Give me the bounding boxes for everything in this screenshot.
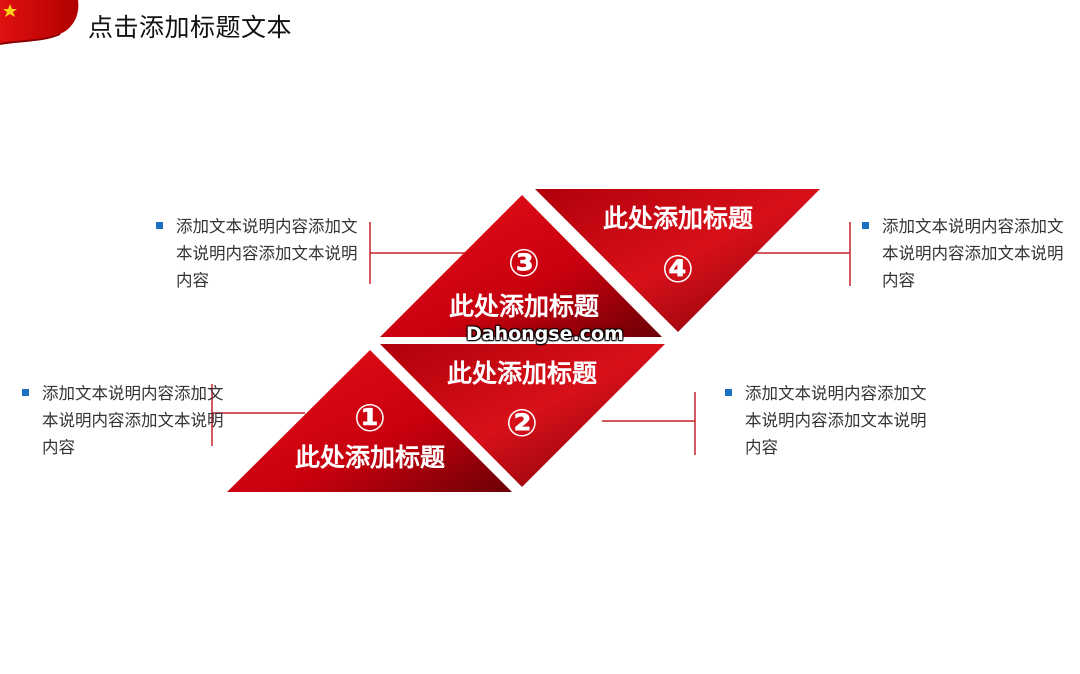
note-step-1: 添加文本说明内容添加文本说明内容添加文本说明内容 <box>22 380 232 461</box>
step-3-title: 此处添加标题 <box>449 292 599 321</box>
step-2-number: ② <box>506 401 538 445</box>
bullet-square-icon <box>862 222 869 229</box>
watermark: Dahongse.com <box>466 323 624 345</box>
step-2-shape <box>380 344 665 487</box>
bullet-square-icon <box>725 389 732 396</box>
note-step-2-text: 添加文本说明内容添加文本说明内容添加文本说明内容 <box>745 384 927 457</box>
step-4-number: ④ <box>662 247 694 291</box>
step-1-title: 此处添加标题 <box>295 443 445 472</box>
step-1-shape <box>227 350 512 492</box>
bullet-square-icon <box>156 222 163 229</box>
page-title: 点击添加标题文本 <box>88 13 293 42</box>
note-step-3-text: 添加文本说明内容添加文本说明内容添加文本说明内容 <box>176 217 358 290</box>
step-4-title: 此处添加标题 <box>603 204 753 233</box>
note-step-4-text: 添加文本说明内容添加文本说明内容添加文本说明内容 <box>882 217 1064 290</box>
note-step-1-text: 添加文本说明内容添加文本说明内容添加文本说明内容 <box>42 384 224 457</box>
note-step-4: 添加文本说明内容添加文本说明内容添加文本说明内容 <box>862 213 1072 294</box>
step-2-title: 此处添加标题 <box>447 359 597 388</box>
flag-decoration <box>0 0 79 45</box>
step-3-shape <box>380 195 662 337</box>
bullet-square-icon <box>22 389 29 396</box>
note-step-2: 添加文本说明内容添加文本说明内容添加文本说明内容 <box>725 380 935 461</box>
step-3-number: ③ <box>508 241 540 285</box>
note-step-3: 添加文本说明内容添加文本说明内容添加文本说明内容 <box>156 213 366 294</box>
connector-lines <box>211 222 851 455</box>
step-1-number: ① <box>354 396 386 440</box>
step-4-shape <box>535 189 820 332</box>
